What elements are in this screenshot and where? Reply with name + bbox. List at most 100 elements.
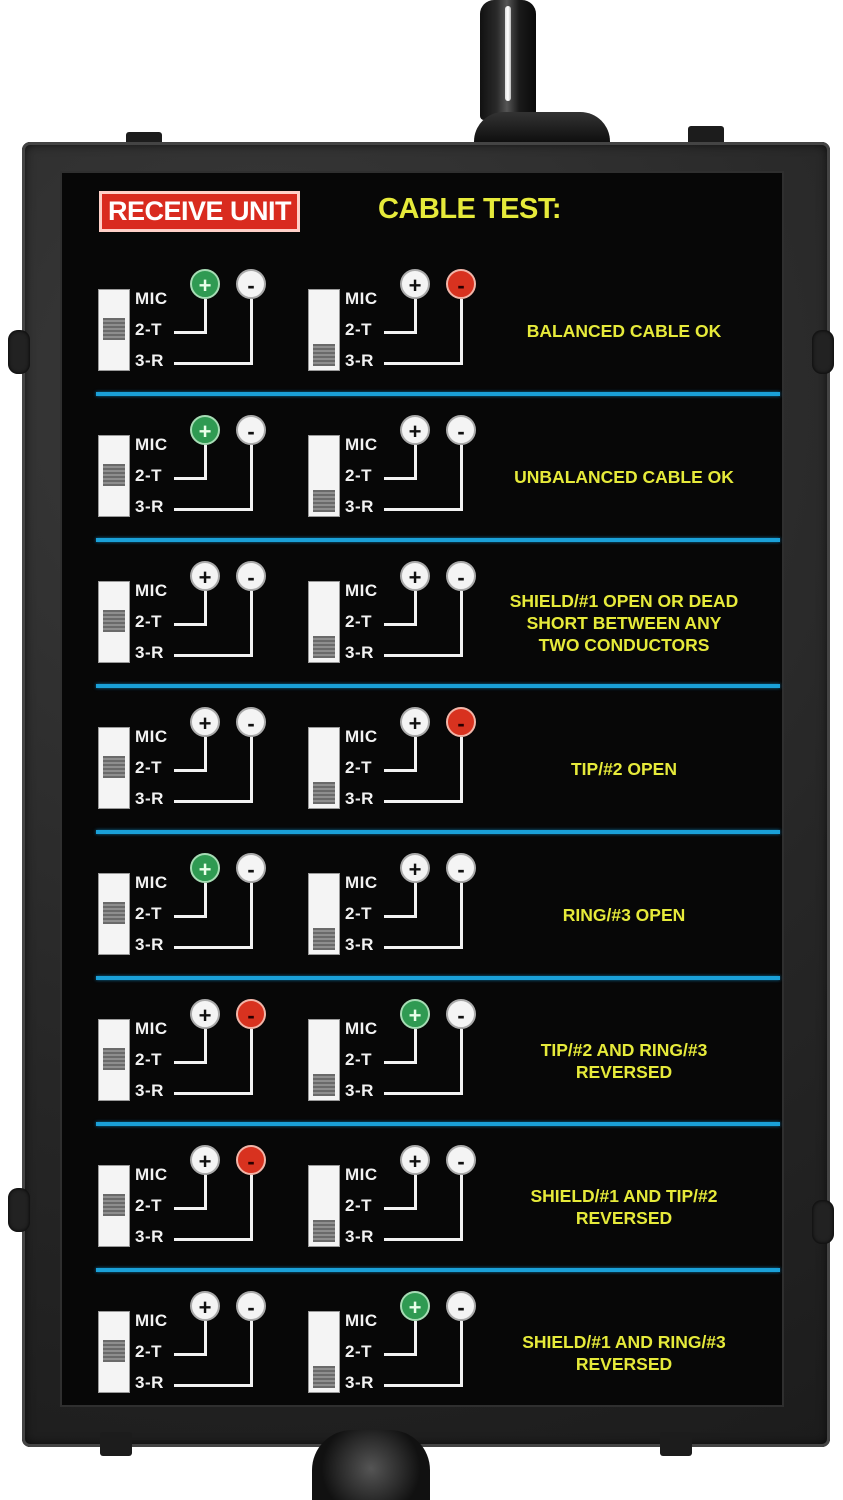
terminal-label: 3-R [345, 1081, 374, 1100]
minus-led-red: - [446, 707, 476, 737]
terminal-label: 3-R [135, 789, 164, 808]
tip-wire [384, 1029, 417, 1064]
terminal-label: 2-T [135, 758, 162, 777]
terminal-label: MIC [345, 873, 378, 892]
plus-led-off: + [400, 1145, 430, 1175]
switch-position-bottom [313, 636, 335, 658]
row-separator [96, 1268, 780, 1272]
terminal-label: MIC [135, 1019, 168, 1038]
test-result-description: BALANCED CABLE OK [474, 320, 774, 342]
slide-switch [98, 1311, 130, 1393]
ring-wire [174, 883, 253, 949]
description-line: TWO CONDUCTORS [538, 635, 710, 655]
terminal-label: MIC [345, 727, 378, 746]
terminal-label: MIC [135, 1311, 168, 1330]
plus-led-green: + [190, 269, 220, 299]
terminal-label: 3-R [345, 935, 374, 954]
terminal-label: MIC [345, 289, 378, 308]
description-line: UNBALANCED CABLE OK [514, 467, 734, 487]
plus-led-off: + [190, 999, 220, 1029]
description-line: REVERSED [575, 1062, 673, 1082]
row-separator [96, 392, 780, 396]
slide-switch [308, 727, 340, 809]
slide-switch [308, 1019, 340, 1101]
knob-indicator-stripe [505, 6, 511, 101]
switch-position-middle [103, 1340, 125, 1362]
switch-position-bottom [313, 344, 335, 366]
side-screw-right-top [812, 330, 834, 374]
minus-led-off: - [446, 853, 476, 883]
slide-switch [98, 289, 130, 371]
minus-led-off: - [446, 1145, 476, 1175]
tip-wire [174, 1321, 207, 1356]
switch-position-middle [103, 756, 125, 778]
slide-switch [308, 873, 340, 955]
slide-switch [308, 289, 340, 371]
description-line: TIP/#2 OPEN [570, 759, 677, 779]
terminal-label: MIC [345, 1019, 378, 1038]
tip-wire [384, 1175, 417, 1210]
test-result-description: TIP/#2 OPEN [474, 758, 774, 780]
switch-position-bottom [313, 490, 335, 512]
plus-led-off: + [400, 269, 430, 299]
terminal-label: MIC [135, 873, 168, 892]
terminal-label: MIC [345, 581, 378, 600]
terminal-label: 3-R [135, 1373, 164, 1392]
xlr-connector[interactable] [312, 1430, 430, 1500]
terminal-label: MIC [345, 1311, 378, 1330]
minus-led-off: - [236, 269, 266, 299]
plus-led-green: + [400, 1291, 430, 1321]
ring-wire [384, 1175, 463, 1241]
terminal-label: MIC [135, 581, 168, 600]
minus-led-off: - [446, 415, 476, 445]
terminal-label: MIC [135, 289, 168, 308]
plus-led-green: + [400, 999, 430, 1029]
slide-switch [98, 1019, 130, 1101]
switch-position-middle [103, 464, 125, 486]
test-result-description: RING/#3 OPEN [474, 904, 774, 926]
description-line: SHIELD/#1 AND RING/#3 [522, 1332, 726, 1352]
terminal-label: 3-R [135, 935, 164, 954]
terminal-label: 2-T [135, 1196, 162, 1215]
tip-wire [384, 445, 417, 480]
tip-wire [384, 1321, 417, 1356]
level-knob[interactable] [480, 0, 536, 120]
ring-wire [174, 737, 253, 803]
terminal-label: 2-T [135, 466, 162, 485]
terminal-label: 2-T [345, 1196, 372, 1215]
terminal-label: MIC [135, 727, 168, 746]
terminal-label: 2-T [345, 904, 372, 923]
slide-switch [98, 435, 130, 517]
terminal-label: MIC [345, 435, 378, 454]
terminal-label: 2-T [345, 758, 372, 777]
switch-position-bottom [313, 1074, 335, 1096]
plus-led-off: + [190, 561, 220, 591]
slide-switch [98, 581, 130, 663]
terminal-label: 2-T [345, 320, 372, 339]
slide-switch [308, 581, 340, 663]
terminal-label: 3-R [345, 789, 374, 808]
terminal-label: 2-T [345, 1050, 372, 1069]
row-separator [96, 538, 780, 542]
terminal-label: 3-R [135, 1081, 164, 1100]
side-screw-left-bottom [8, 1188, 30, 1232]
terminal-label: 2-T [135, 904, 162, 923]
description-line: SHORT BETWEEN ANY [526, 613, 722, 633]
ring-wire [384, 883, 463, 949]
ring-wire [174, 445, 253, 511]
tip-wire [384, 299, 417, 334]
